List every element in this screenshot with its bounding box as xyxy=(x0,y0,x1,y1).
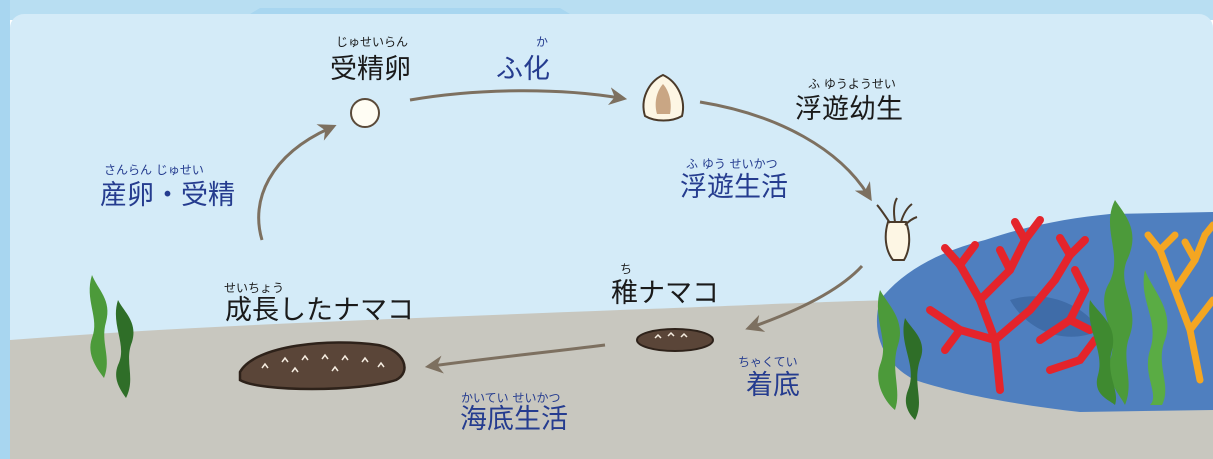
fertilized-egg-ruby: じゅせいらん xyxy=(336,35,409,49)
adult-label: 成長したナマコ xyxy=(225,295,414,326)
larva-ruby: ふ ゆうようせい xyxy=(808,77,896,91)
hatching-ruby: か xyxy=(536,35,549,49)
tentacle-larva-icon xyxy=(876,197,918,261)
cycle-arrows xyxy=(257,87,872,374)
small-sea-cucumber-icon xyxy=(636,328,714,352)
seaweed xyxy=(89,200,1168,420)
settlement-label: 着底 xyxy=(746,370,800,401)
planktonic-ruby: ふ ゆう せいかつ xyxy=(686,157,778,171)
sea-cucumber-icon xyxy=(238,341,406,391)
benthic-ruby: かいてい せいかつ xyxy=(461,391,561,405)
arrow-hatching xyxy=(409,87,628,106)
arrow-spawning xyxy=(257,124,337,241)
spawning-label: 産卵・受精 xyxy=(100,180,235,211)
left-border xyxy=(0,0,10,459)
circle-egg-icon xyxy=(350,98,380,128)
adult-ruby: せいちょう xyxy=(224,281,285,295)
planktonic-label: 浮遊生活 xyxy=(680,172,788,203)
fertilized-egg-label: 受精卵 xyxy=(330,54,411,85)
settlement-ruby: ちゃくてい xyxy=(738,355,798,369)
juvenile-label: 稚ナマコ xyxy=(611,278,719,309)
arrow-benthic xyxy=(424,343,606,374)
orange-coral xyxy=(1144,221,1213,384)
arrow-settlement xyxy=(745,264,864,332)
hatching-label: ふ化 xyxy=(496,54,550,85)
spawning-ruby: さんらん じゅせい xyxy=(104,163,204,177)
benthic-label: 海底生活 xyxy=(460,404,568,435)
shell-larva-icon xyxy=(642,73,684,122)
red-coral xyxy=(926,216,1099,394)
larva-label: 浮遊幼生 xyxy=(795,94,903,125)
juvenile-ruby: ち xyxy=(620,262,633,276)
arrow-planktonic xyxy=(699,100,872,202)
